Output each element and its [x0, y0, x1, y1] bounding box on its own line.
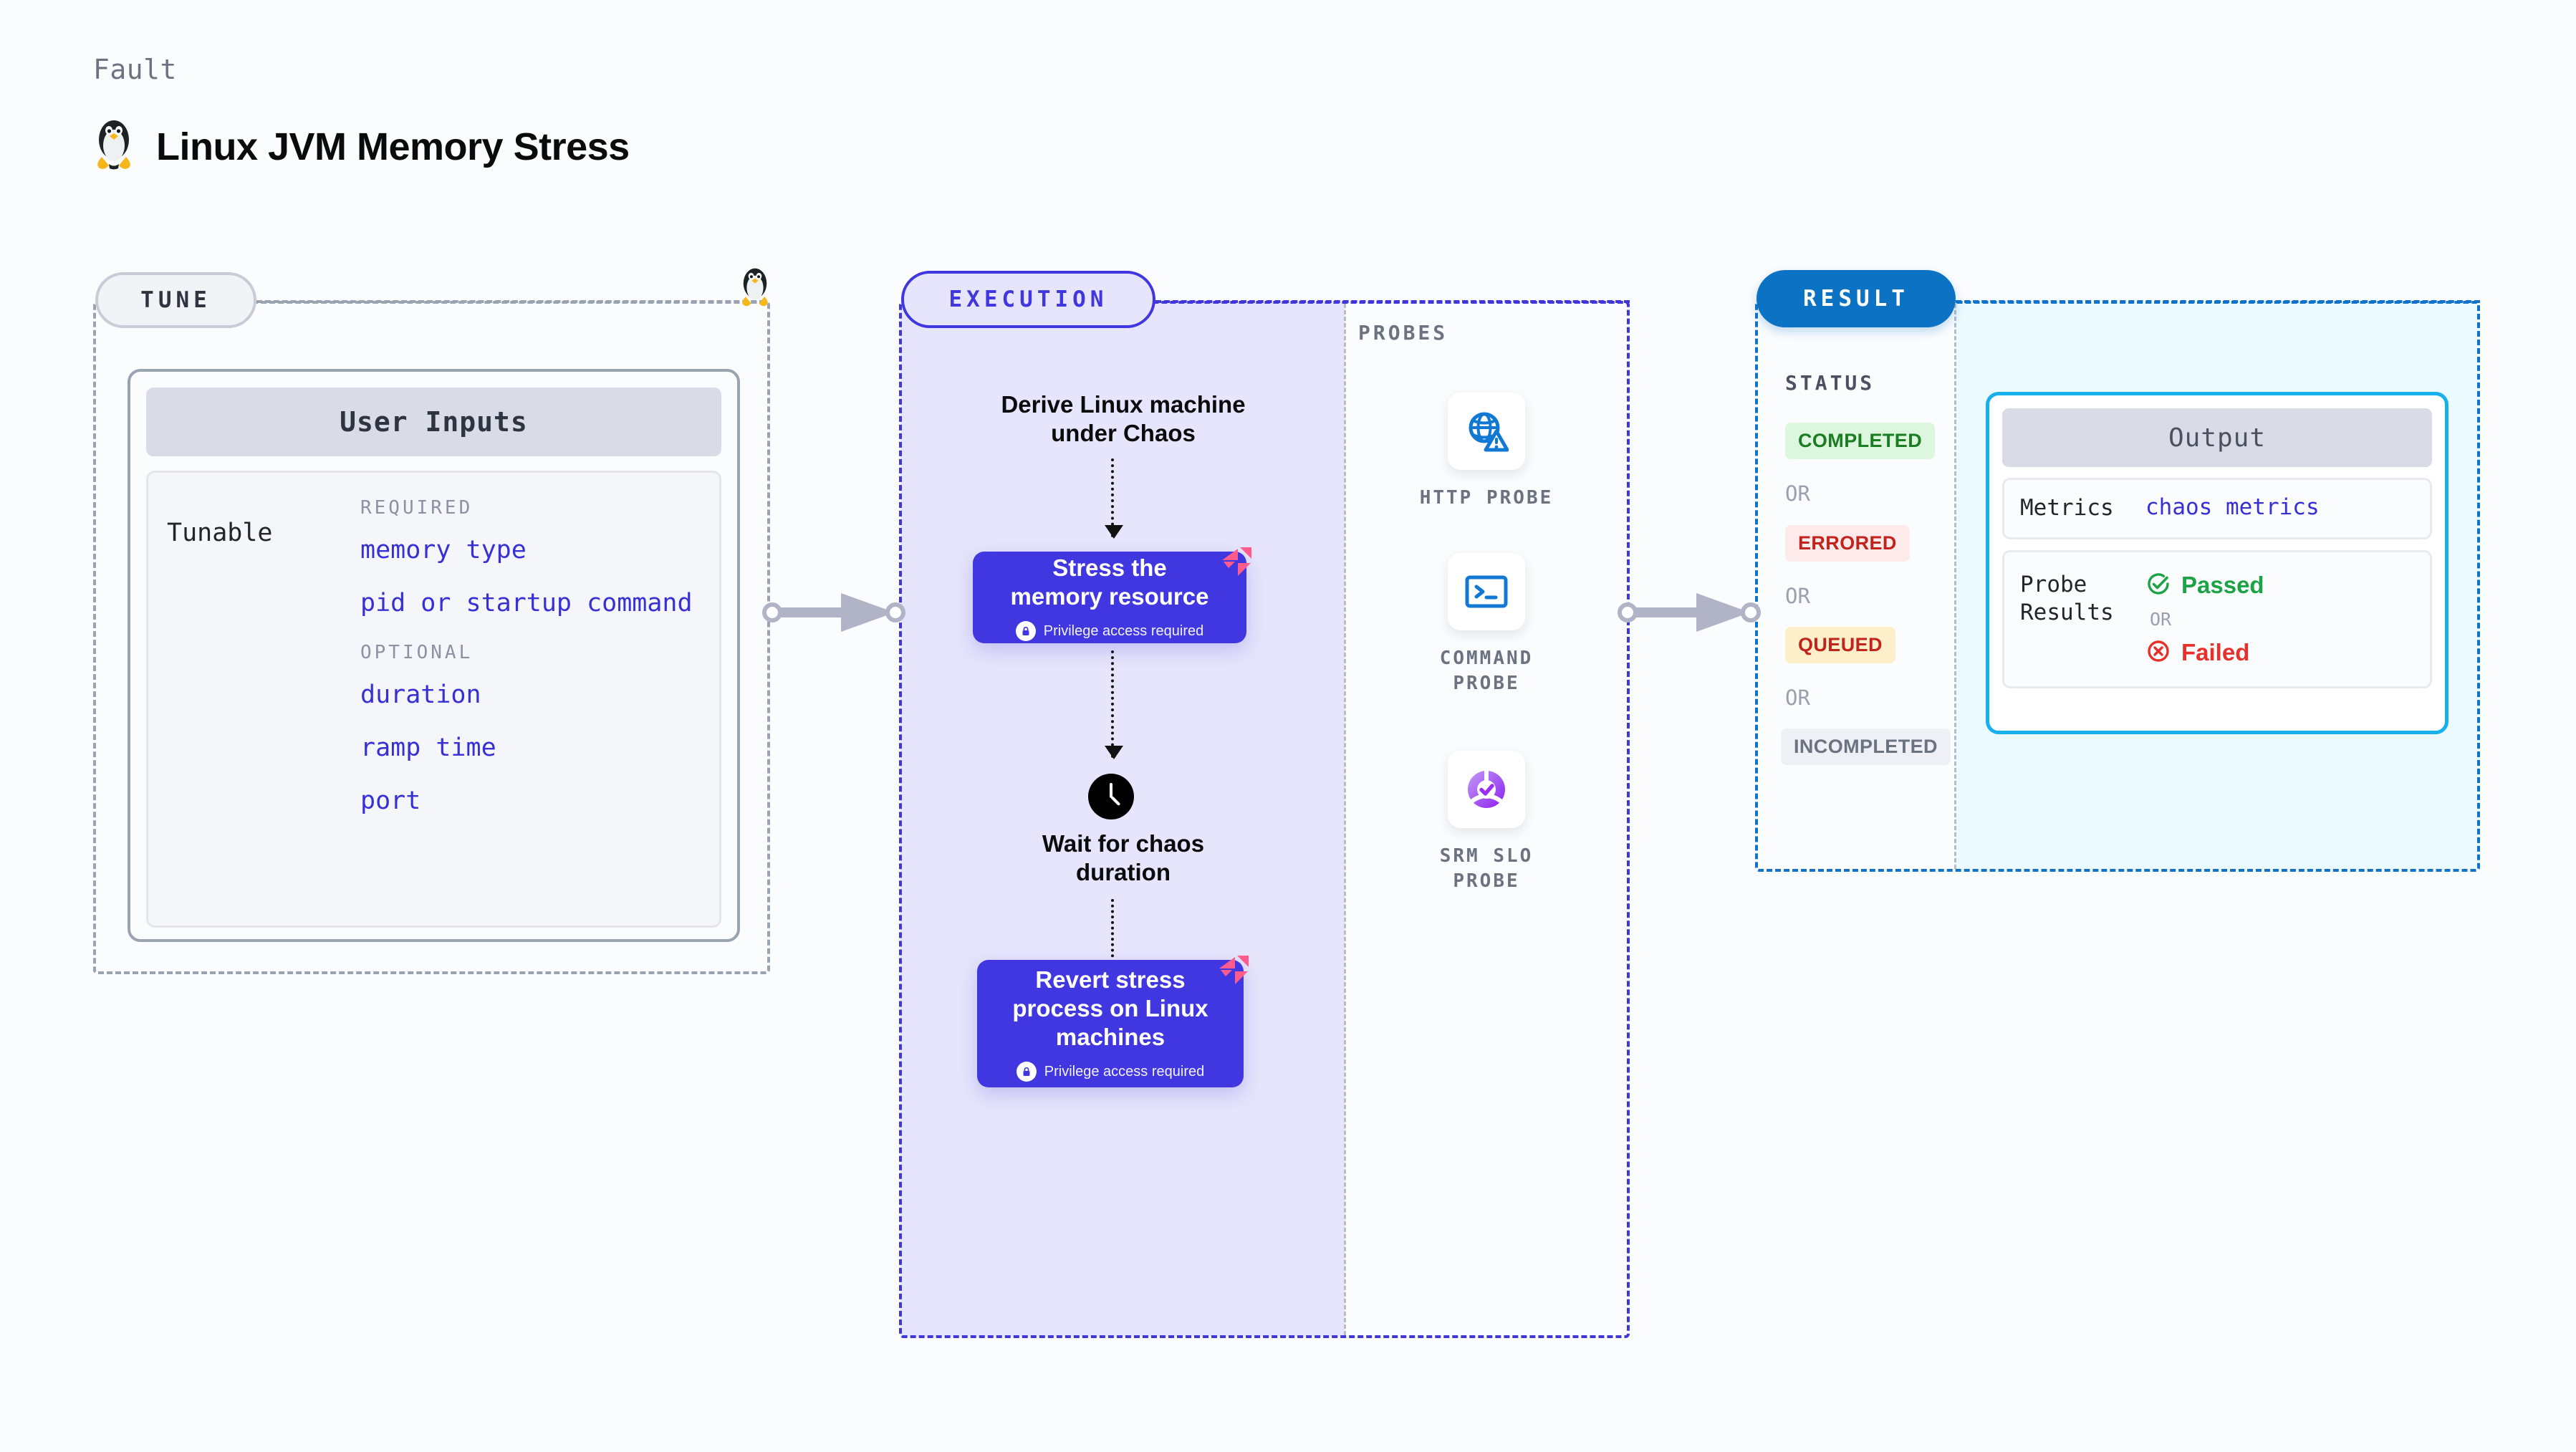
flow-step-derive: Derive Linux machine under Chaos [996, 390, 1251, 448]
status-or-3: OR [1785, 686, 1810, 710]
tunable-item[interactable]: duration [360, 681, 481, 709]
tunable-item[interactable]: ramp time [360, 734, 496, 762]
status-badge-completed: COMPLETED [1785, 423, 1936, 459]
privilege-note-label: Privilege access required [1044, 1063, 1205, 1080]
flow-step-label: Wait for chaos duration [1042, 830, 1205, 886]
linux-penguin-icon [92, 118, 136, 175]
harness-logo-icon [1213, 953, 1251, 991]
flow-step-wait: Wait for chaos duration [996, 830, 1251, 888]
tunable-list: REQUIRED memory type pid or startup comm… [360, 497, 701, 901]
tunable-label: Tunable [167, 519, 273, 547]
tunable-group-title-required: REQUIRED [360, 497, 474, 519]
execution-panel-background [900, 302, 1345, 1337]
output-card-title: Output [2002, 408, 2432, 467]
execution-pill-label[interactable]: EXECUTION [901, 271, 1155, 328]
flow-arrow-1 [1105, 458, 1123, 539]
output-probe-key: Probe Results [2020, 571, 2114, 626]
status-badge-errored: ERRORED [1785, 525, 1910, 562]
output-row-probe-results: Probe Results Passed OR [2002, 549, 2432, 688]
probe-result-failed: Failed [2145, 638, 2264, 668]
flow-step-label: Revert stress process on Linux machines [1012, 966, 1208, 1051]
status-badge-incompleted: INCOMPLETED [1781, 729, 1951, 765]
output-metrics-key: Metrics [2020, 495, 2114, 521]
privilege-note-label: Privilege access required [1043, 622, 1204, 639]
x-circle-icon [2145, 638, 2171, 668]
probe-passed-label: Passed [2181, 572, 2264, 599]
output-row-metrics: Metrics chaos metrics [2002, 478, 2432, 539]
globe-warning-icon [1448, 393, 1525, 470]
probe-label: HTTP PROBE [1419, 487, 1554, 509]
probe-item-command[interactable]: COMMAND PROBE [1404, 553, 1569, 696]
tunable-group-title-optional: OPTIONAL [360, 642, 474, 663]
probes-title: PROBES [1358, 321, 1448, 345]
output-metrics-value[interactable]: chaos metrics [2145, 494, 2320, 520]
flow-arrow-2 [1105, 650, 1123, 759]
flow-step-revert-stress[interactable]: Revert stress process on Linux machines … [977, 960, 1244, 1087]
probe-label: SRM SLO PROBE [1439, 845, 1534, 893]
status-or-2: OR [1785, 584, 1810, 608]
probe-label: COMMAND PROBE [1439, 648, 1534, 695]
user-inputs-card: User Inputs Tunable REQUIRED memory type… [128, 369, 740, 942]
status-badge-queued: QUEUED [1785, 627, 1895, 663]
tune-top-dashed-line [256, 300, 765, 303]
tunable-item[interactable]: memory type [360, 536, 527, 564]
connector-execution-to-result [1618, 580, 1761, 648]
lock-icon [1015, 621, 1036, 642]
status-panel-background [1756, 302, 1955, 870]
terminal-icon [1448, 553, 1525, 630]
lock-icon [1016, 1062, 1037, 1082]
tune-pill-label[interactable]: TUNE [95, 272, 256, 328]
status-title: STATUS [1785, 371, 1875, 395]
probe-item-http[interactable]: HTTP PROBE [1404, 393, 1569, 511]
clock-icon [1088, 774, 1134, 819]
check-circle-icon [2145, 571, 2171, 600]
fault-eyebrow-label: Fault [93, 54, 177, 85]
tunable-row: Tunable REQUIRED memory type pid or star… [146, 471, 721, 928]
flow-step-label: Derive Linux machine under Chaos [1001, 391, 1246, 447]
execution-top-dashed-line [1155, 300, 1630, 303]
probe-failed-label: Failed [2181, 639, 2250, 666]
page-title-row: Linux JVM Memory Stress [92, 118, 630, 175]
privilege-note: Privilege access required [1016, 1062, 1205, 1082]
execution-probes-divider [1344, 304, 1346, 1335]
flow-step-label: Stress the memory resource [1010, 554, 1209, 610]
connector-tune-to-execution [762, 580, 905, 648]
probe-result-passed: Passed [2145, 571, 2264, 600]
status-or-1: OR [1785, 481, 1810, 506]
status-output-divider [1954, 304, 1956, 869]
probe-item-srm-slo[interactable]: SRM SLO PROBE [1404, 751, 1569, 894]
tunable-item[interactable]: pid or startup command [360, 589, 693, 617]
linux-penguin-corner-icon [738, 266, 772, 312]
probe-result-or: OR [2150, 608, 2172, 630]
flow-step-stress-memory[interactable]: Stress the memory resource Privilege acc… [973, 552, 1246, 643]
output-card: Output Metrics chaos metrics Probe Resul… [1986, 392, 2448, 734]
page-title: Linux JVM Memory Stress [156, 125, 630, 168]
probe-result-values: Passed OR Failed [2145, 571, 2264, 668]
result-top-dashed-line [1956, 300, 2480, 303]
user-inputs-card-title: User Inputs [146, 388, 721, 456]
slo-check-icon [1448, 751, 1525, 828]
tunable-item[interactable]: port [360, 787, 421, 815]
harness-logo-icon [1216, 544, 1254, 582]
privilege-note: Privilege access required [1015, 621, 1204, 642]
result-pill-label[interactable]: RESULT [1756, 270, 1956, 327]
